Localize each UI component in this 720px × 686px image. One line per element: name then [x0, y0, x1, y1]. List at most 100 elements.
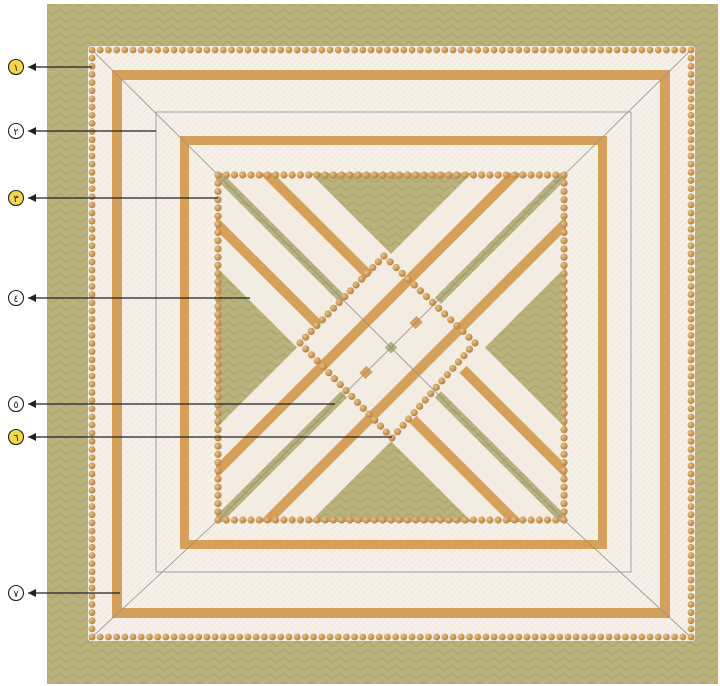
bead [458, 47, 465, 54]
bead [89, 617, 96, 624]
bead [89, 226, 96, 233]
bead [450, 47, 457, 54]
bead [171, 47, 178, 54]
bead [404, 171, 411, 178]
bead [310, 47, 317, 54]
bead [688, 617, 695, 624]
bead [89, 430, 96, 437]
bead [425, 634, 432, 641]
bead [89, 316, 96, 323]
bead [214, 303, 221, 310]
bead [214, 500, 221, 507]
bead [423, 293, 430, 300]
bead [223, 516, 230, 523]
callout-number: ٢ [13, 127, 18, 138]
bead [441, 310, 448, 317]
bead [688, 577, 695, 584]
bead [371, 417, 378, 424]
bead [383, 428, 390, 435]
bead [376, 634, 383, 641]
bead [688, 634, 695, 641]
bead [89, 365, 96, 372]
bead [214, 475, 221, 482]
bead [239, 516, 246, 523]
bead [499, 634, 506, 641]
bead [560, 311, 567, 318]
bead [368, 634, 375, 641]
bead [573, 634, 580, 641]
bead [354, 399, 361, 406]
bead [214, 385, 221, 392]
bead [688, 259, 695, 266]
bead [327, 47, 334, 54]
bead [429, 516, 436, 523]
bead [420, 171, 427, 178]
bead [179, 634, 186, 641]
bead [214, 360, 221, 367]
arrowhead-icon [28, 433, 36, 441]
bead [460, 352, 467, 359]
bead [214, 377, 221, 384]
bead [560, 492, 567, 499]
bead [214, 467, 221, 474]
bead [688, 519, 695, 526]
bead [671, 47, 678, 54]
bead [319, 363, 326, 370]
bead [220, 634, 227, 641]
bead [305, 171, 312, 178]
bead [688, 96, 695, 103]
bead [308, 328, 315, 335]
bead [289, 516, 296, 523]
bead [565, 634, 572, 641]
bead [474, 47, 481, 54]
bead [527, 516, 534, 523]
bead [296, 339, 303, 346]
bead [465, 334, 472, 341]
bead [519, 516, 526, 523]
bead [297, 171, 304, 178]
bead [560, 385, 567, 392]
bead [89, 185, 96, 192]
bead [392, 634, 399, 641]
bead [89, 568, 96, 575]
bead [420, 516, 427, 523]
bead [214, 508, 221, 515]
bead [214, 352, 221, 359]
bead [212, 47, 219, 54]
bead [336, 299, 343, 306]
bead [371, 171, 378, 178]
bead [89, 79, 96, 86]
bead [214, 237, 221, 244]
bead [438, 377, 445, 384]
bead [433, 47, 440, 54]
bead [318, 634, 325, 641]
bead [511, 516, 518, 523]
bead [688, 144, 695, 151]
bead [396, 516, 403, 523]
bead [515, 47, 522, 54]
bead [688, 405, 695, 412]
bead [214, 188, 221, 195]
bead [338, 171, 345, 178]
bead [387, 171, 394, 178]
bead [688, 568, 695, 575]
bead [113, 47, 120, 54]
bead [214, 344, 221, 351]
bead [171, 634, 178, 641]
bead [411, 409, 418, 416]
bead [365, 411, 372, 418]
bead [478, 171, 485, 178]
bead [277, 634, 284, 641]
bead [89, 202, 96, 209]
bead [247, 516, 254, 523]
bead [360, 405, 367, 412]
bead [416, 403, 423, 410]
bead [363, 171, 370, 178]
bead [89, 267, 96, 274]
bead [89, 519, 96, 526]
bead [688, 177, 695, 184]
bead [89, 291, 96, 298]
bead [540, 47, 547, 54]
bead [688, 552, 695, 559]
bead [688, 585, 695, 592]
